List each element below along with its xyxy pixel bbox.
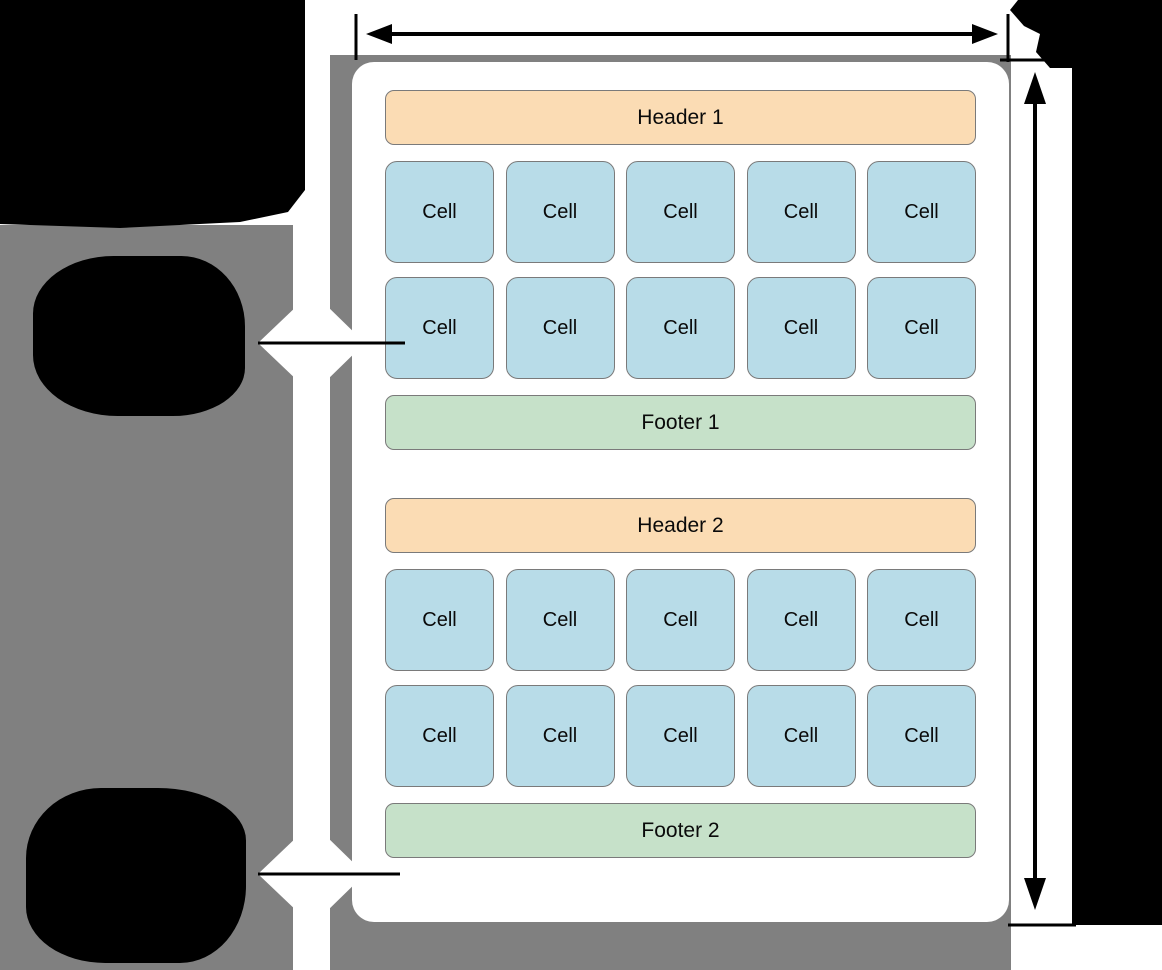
redacted-region-right: [1072, 0, 1162, 925]
section-2-footer[interactable]: Footer 2: [385, 803, 976, 858]
section-2: Header 2 Cell Cell Cell Cell Cell Cell C…: [385, 498, 976, 858]
cell[interactable]: Cell: [505, 685, 615, 787]
cell[interactable]: Cell: [746, 569, 856, 671]
cell[interactable]: Cell: [505, 569, 615, 671]
cell[interactable]: Cell: [746, 161, 856, 263]
section-1-row-1: Cell Cell Cell Cell Cell: [385, 161, 976, 263]
cell[interactable]: Cell: [385, 277, 494, 379]
section-2-header[interactable]: Header 2: [385, 498, 976, 553]
cell[interactable]: Cell: [505, 161, 615, 263]
cell[interactable]: Cell: [746, 277, 856, 379]
height-arrowhead-top-icon: [1024, 72, 1046, 104]
section-gap: [385, 450, 976, 498]
cell[interactable]: Cell: [867, 161, 976, 263]
section-2-row-1: Cell Cell Cell Cell Cell: [385, 569, 976, 671]
section-1-footer[interactable]: Footer 1: [385, 395, 976, 450]
section-2-row-2: Cell Cell Cell Cell Cell: [385, 685, 976, 787]
cell[interactable]: Cell: [626, 161, 735, 263]
cell[interactable]: Cell: [385, 685, 494, 787]
width-arrowhead-right-icon: [972, 24, 998, 44]
cell[interactable]: Cell: [626, 277, 735, 379]
cell[interactable]: Cell: [746, 685, 856, 787]
cell[interactable]: Cell: [867, 277, 976, 379]
cell[interactable]: Cell: [626, 685, 735, 787]
width-arrowhead-left-icon: [366, 24, 392, 44]
cell[interactable]: Cell: [385, 161, 494, 263]
section-1: Header 1 Cell Cell Cell Cell Cell Cell C…: [385, 90, 976, 450]
section-1-header[interactable]: Header 1: [385, 90, 976, 145]
cell[interactable]: Cell: [626, 569, 735, 671]
redacted-region-bottom-left: [26, 788, 246, 963]
callout-channel: [293, 225, 330, 970]
redacted-region-top-left: [0, 0, 305, 228]
collection-view-content: Header 1 Cell Cell Cell Cell Cell Cell C…: [352, 62, 1009, 922]
section-1-row-2: Cell Cell Cell Cell Cell: [385, 277, 976, 379]
height-arrowhead-bottom-icon: [1024, 878, 1046, 910]
redacted-region-top-right: [1010, 0, 1080, 68]
cell[interactable]: Cell: [867, 569, 976, 671]
cell[interactable]: Cell: [385, 569, 494, 671]
cell[interactable]: Cell: [505, 277, 615, 379]
cell[interactable]: Cell: [867, 685, 976, 787]
redacted-region-middle-left: [33, 256, 245, 416]
